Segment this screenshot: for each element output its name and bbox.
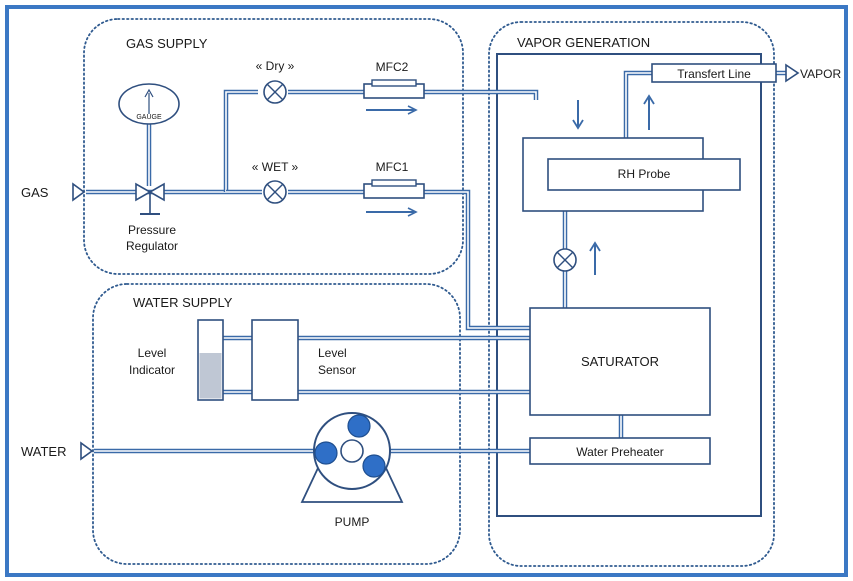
level-sensor-label-2: Sensor [318, 363, 356, 377]
gas-inlet-arrow-icon [72, 182, 86, 202]
mfc2-flow-arrow-icon [366, 105, 418, 115]
transfert-line-label: Transfert Line [677, 67, 751, 81]
water-inlet-label: WATER [21, 444, 67, 459]
gauge: GAUGE [118, 83, 180, 125]
wet-valve-label: « WET » [252, 160, 299, 174]
water-preheater-label: Water Preheater [576, 445, 664, 459]
pump-label: PUMP [335, 515, 370, 529]
pump-roller [314, 441, 338, 465]
saturator-label: SATURATOR [581, 354, 659, 369]
pressure-regulator-label-1: Pressure [128, 223, 176, 237]
mfc2 [363, 79, 425, 99]
gauge-label: GAUGE [136, 114, 162, 121]
water-supply-title: WATER SUPPLY [133, 295, 233, 310]
rh-probe [547, 158, 741, 191]
water-inlet-arrow-icon [80, 441, 94, 461]
level-sensor-label-1: Level [318, 346, 347, 360]
transfert-line [651, 63, 777, 83]
wet-valve-icon [263, 180, 287, 204]
mfc1 [363, 179, 425, 199]
water-level-fill [199, 353, 222, 399]
gas-inlet-label: GAS [21, 185, 49, 200]
gas-supply-section [83, 18, 464, 275]
mfc1-label: MFC1 [376, 160, 409, 174]
saturator [529, 307, 711, 416]
vapor-up-arrow-icon [643, 94, 655, 130]
pump-icon [300, 412, 404, 503]
level-indicator [197, 319, 224, 401]
rh-probe-label: RH Probe [618, 167, 671, 181]
dry-gas-down-arrow-icon [572, 100, 584, 130]
pump-roller [362, 454, 386, 478]
saturator-valve-icon [553, 248, 577, 272]
gas-supply-title: GAS SUPPLY [126, 36, 208, 51]
mfc1-flow-arrow-icon [366, 207, 418, 217]
pump-roller [347, 414, 371, 438]
level-indicator-label-2: Indicator [129, 363, 175, 377]
dry-valve-label: « Dry » [256, 59, 295, 73]
mfc2-label: MFC2 [376, 60, 409, 74]
vapor-outlet-label: VAPOR [800, 67, 841, 81]
vapor-generation-title: VAPOR GENERATION [517, 35, 650, 50]
level-indicator-label-1: Level [138, 346, 167, 360]
saturator-up-arrow-icon [589, 241, 601, 275]
dry-valve-icon [263, 80, 287, 104]
pressure-regulator-label-2: Regulator [126, 239, 178, 253]
vapor-outlet-arrow-icon [785, 63, 800, 83]
pressure-regulator-valve [135, 182, 165, 215]
water-preheater [529, 437, 711, 465]
level-sensor [251, 319, 299, 401]
